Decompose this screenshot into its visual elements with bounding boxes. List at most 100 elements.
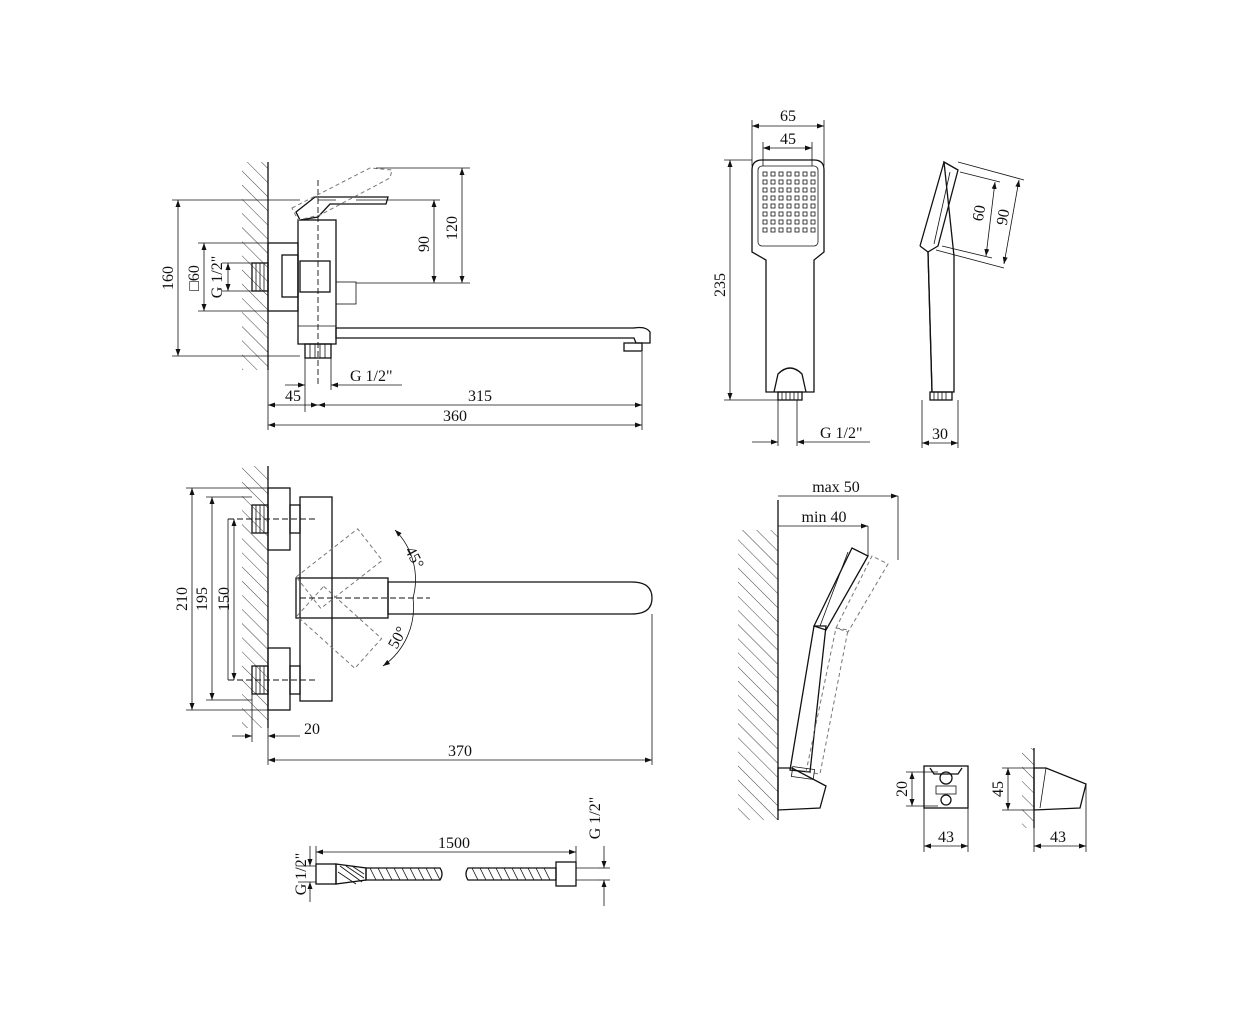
spray-nozzle [770, 179, 776, 185]
spray-nozzle [810, 203, 816, 209]
spray-nozzle [802, 187, 808, 193]
holder-side-view: 45 43 [990, 748, 1087, 852]
spray-nozzle [762, 187, 768, 193]
spray-nozzle [802, 171, 808, 177]
spray-nozzle [802, 203, 808, 209]
wall-hatch-holder-side [1022, 748, 1034, 828]
spray-nozzle-grid [762, 171, 816, 233]
spray-nozzle [810, 211, 816, 217]
spray-nozzle [786, 179, 792, 185]
dim-holder-min: min 40 [802, 509, 847, 526]
spray-nozzle [778, 203, 784, 209]
spray-nozzle [802, 211, 808, 217]
spray-nozzle [794, 211, 800, 217]
spray-nozzle [770, 211, 776, 217]
dim-shower-length: 235 [712, 273, 729, 297]
spray-nozzle [810, 195, 816, 201]
dim-shower-width: 65 [780, 108, 796, 125]
spray-nozzle [770, 203, 776, 209]
spray-nozzle [778, 211, 784, 217]
spray-nozzle [810, 227, 816, 233]
dim-angle-left: 45° [401, 544, 427, 572]
dim-lever-max: 120 [444, 216, 461, 240]
spray-nozzle [802, 195, 808, 201]
dim-centers-max: 195 [194, 587, 211, 611]
dim-hose-left-thread: G 1/2" [293, 853, 310, 896]
spray-nozzle [762, 203, 768, 209]
dim-holder-side-height: 45 [990, 781, 1007, 797]
spray-nozzle [778, 187, 784, 193]
spray-nozzle [802, 179, 808, 185]
wall-hatch-holder [738, 530, 778, 820]
dim-outlet-thread: G 1/2" [350, 368, 393, 385]
spray-nozzle [786, 203, 792, 209]
spray-nozzle [778, 179, 784, 185]
spray-nozzle [786, 195, 792, 201]
spray-nozzle [786, 219, 792, 225]
dim-hose-right-thread: G 1/2" [587, 797, 604, 840]
spray-nozzle [778, 227, 784, 233]
dim-square: □60 [186, 265, 203, 291]
mixer-top-view: 45° 50° 210 195 150 20 370 [174, 466, 653, 765]
spray-nozzle [778, 219, 784, 225]
dim-holder-side-width: 43 [1050, 829, 1066, 846]
dim-angle-right: 50° [385, 624, 411, 652]
spray-nozzle [786, 171, 792, 177]
spray-nozzle [810, 171, 816, 177]
spray-nozzle [786, 227, 792, 233]
hose-view: 1500 G 1/2" G 1/2" [293, 797, 610, 906]
holder-front-view: 20 43 [894, 765, 969, 852]
spray-nozzle [794, 227, 800, 233]
dim-wall-gap: 20 [304, 721, 320, 738]
dim-offset: 45 [285, 388, 301, 405]
dim-outer: 210 [174, 587, 191, 611]
spray-nozzle [794, 219, 800, 225]
dim-shower-depth: 30 [932, 426, 948, 443]
dim-total: 370 [448, 743, 472, 760]
shower-holder-mounted: max 50 min 40 [738, 479, 899, 820]
dim-holder-front-height: 20 [894, 781, 911, 797]
spray-nozzle [770, 171, 776, 177]
dim-mixer-height: 160 [160, 266, 177, 290]
spray-nozzle [762, 179, 768, 185]
spray-nozzle [762, 219, 768, 225]
dim-total-reach: 360 [443, 408, 467, 425]
spray-nozzle [786, 211, 792, 217]
spray-nozzle [770, 219, 776, 225]
spray-nozzle [770, 227, 776, 233]
spray-nozzle [794, 195, 800, 201]
dim-lever-height: 90 [416, 236, 433, 252]
dim-centers-min: 150 [216, 587, 233, 611]
hand-shower-front: 65 45 235 G 1/2" [712, 108, 870, 446]
spray-nozzle [802, 227, 808, 233]
spray-nozzle [778, 195, 784, 201]
spray-nozzle [786, 187, 792, 193]
dim-holder-max: max 50 [812, 479, 860, 496]
spray-nozzle [810, 219, 816, 225]
spray-nozzle [770, 187, 776, 193]
spray-nozzle [762, 211, 768, 217]
dim-holder-front-width: 43 [938, 829, 954, 846]
spray-nozzle [794, 171, 800, 177]
spray-nozzle [810, 187, 816, 193]
spray-nozzle [802, 219, 808, 225]
spray-nozzle [770, 195, 776, 201]
spray-nozzle [794, 203, 800, 209]
spray-nozzle [762, 171, 768, 177]
spray-nozzle [794, 187, 800, 193]
dim-inlet-thread: G 1/2" [209, 256, 226, 299]
dim-head-outer: 90 [994, 208, 1014, 227]
dim-spout-reach: 315 [468, 388, 492, 405]
spray-nozzle [762, 195, 768, 201]
spray-nozzle [762, 227, 768, 233]
spray-nozzle [810, 179, 816, 185]
spray-nozzle [794, 179, 800, 185]
dim-head-inner: 60 [970, 204, 990, 223]
mixer-side-view: 160 □60 G 1/2" 90 120 G 1/2" 45 315 36 [160, 162, 651, 430]
dim-hose-length: 1500 [438, 835, 470, 852]
hand-shower-side: 60 90 30 [919, 160, 1025, 448]
spray-nozzle [778, 171, 784, 177]
dim-shower-face: 45 [780, 131, 796, 148]
dim-shower-thread: G 1/2" [820, 425, 863, 442]
